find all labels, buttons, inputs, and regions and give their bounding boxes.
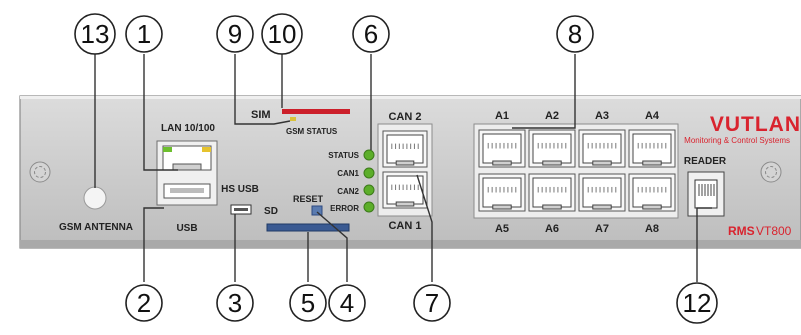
- svg-text:6: 6: [364, 19, 378, 49]
- callout-number: 6: [352, 15, 390, 53]
- gsm-status-label: GSM STATUS: [286, 127, 338, 136]
- analog-port: [528, 129, 576, 168]
- hs-usb-label: HS USB: [221, 184, 259, 195]
- can2-led: [363, 184, 375, 196]
- analog-port: [578, 129, 626, 168]
- callout-number: 1: [125, 15, 163, 53]
- can1-led-label: CAN1: [337, 169, 359, 178]
- can1-led: [363, 167, 375, 179]
- can2-led-label: CAN2: [337, 187, 359, 196]
- callout-number: 12: [676, 282, 718, 324]
- analog-port: [478, 129, 526, 168]
- can2-port-label: CAN 2: [388, 111, 421, 123]
- svg-text:7: 7: [425, 288, 439, 318]
- error-led: [363, 201, 375, 213]
- analog-port: [578, 173, 626, 212]
- callout-number: 3: [216, 284, 254, 322]
- usb-label: USB: [176, 223, 197, 234]
- gsm-antenna-label: GSM ANTENNA: [59, 222, 133, 233]
- analog-port: [478, 173, 526, 212]
- brand-name: VUTLAN: [710, 113, 801, 136]
- analog-port-label: A5: [495, 223, 509, 235]
- svg-text:8: 8: [568, 19, 582, 49]
- callout-leaders: [94, 54, 712, 282]
- led-indicator-group: STATUS CAN1 CAN2 ERROR: [328, 149, 375, 213]
- can1-port-label: CAN 1: [388, 220, 421, 232]
- reset-button: [311, 205, 323, 216]
- callout-number: 8: [556, 15, 594, 53]
- reader-label: READER: [684, 156, 727, 167]
- brand-tagline: Monitoring & Control Systems: [684, 136, 790, 145]
- callout-number: 5: [289, 284, 327, 322]
- can2-port: [382, 130, 428, 168]
- analog-port-label: A2: [545, 110, 559, 122]
- reader-port: [687, 171, 725, 217]
- svg-text:2: 2: [137, 288, 151, 318]
- svg-text:3: 3: [228, 288, 242, 318]
- svg-text:1: 1: [137, 19, 151, 49]
- callout-number: 2: [125, 284, 163, 322]
- analog-port-label: A4: [645, 110, 660, 122]
- model-prefix: RMS: [728, 224, 755, 238]
- lan-activity-led: [202, 147, 211, 152]
- analog-port-label: A7: [595, 223, 609, 235]
- callout-number: 13: [74, 13, 116, 55]
- callout-number: 10: [261, 13, 303, 55]
- sim-label: SIM: [251, 109, 271, 121]
- svg-text:13: 13: [81, 19, 110, 49]
- callout-number: 7: [413, 284, 451, 322]
- screw-icon: [29, 161, 51, 183]
- gsm-status-led: [290, 117, 296, 121]
- svg-text:5: 5: [301, 288, 315, 318]
- analog-port: [628, 173, 676, 212]
- svg-text:12: 12: [683, 288, 712, 318]
- status-led: [363, 149, 375, 161]
- model-name: VT800: [756, 224, 792, 238]
- svg-text:9: 9: [228, 19, 242, 49]
- error-led-label: ERROR: [330, 204, 359, 213]
- can1-port: [382, 171, 428, 209]
- screw-icon: [760, 161, 782, 183]
- callout-number: 4: [328, 284, 366, 322]
- reset-label: RESET: [293, 194, 324, 204]
- gsm-antenna-connector: [83, 186, 107, 210]
- analog-port-label: A1: [495, 110, 509, 122]
- sim-slot: [282, 109, 350, 114]
- analog-port: [628, 129, 676, 168]
- svg-text:10: 10: [268, 19, 297, 49]
- analog-port-label: A8: [645, 223, 659, 235]
- callout-number: 9: [216, 15, 254, 53]
- can-ports: [377, 123, 433, 217]
- svg-text:4: 4: [340, 288, 354, 318]
- lan-label: LAN 10/100: [161, 123, 215, 134]
- sd-card-slot: [266, 223, 350, 232]
- sd-label: SD: [264, 206, 278, 217]
- lan-link-led: [163, 147, 172, 152]
- analog-port-label: A6: [545, 223, 559, 235]
- status-led-label: STATUS: [328, 151, 359, 160]
- analog-port-label: A3: [595, 110, 609, 122]
- analog-port: [528, 173, 576, 212]
